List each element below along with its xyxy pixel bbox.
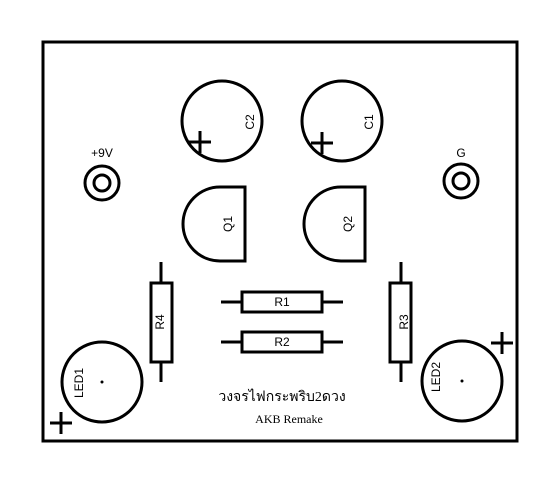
ground-label: G bbox=[456, 146, 465, 160]
r1-label: R1 bbox=[274, 295, 290, 309]
capacitor-c2: C2 bbox=[180, 79, 264, 163]
resistor-r1: R1 bbox=[221, 290, 343, 314]
led2-label: LED2 bbox=[429, 362, 443, 392]
c1-label: C1 bbox=[362, 114, 376, 130]
resistor-r4: R4 bbox=[149, 262, 174, 382]
q2-label: Q2 bbox=[341, 216, 355, 232]
led2-center-dot bbox=[460, 379, 464, 383]
led1-center-dot bbox=[100, 380, 104, 384]
board-subtitle: AKB Remake bbox=[255, 412, 323, 426]
r2-label: R2 bbox=[274, 335, 290, 349]
capacitor-c1: C1 bbox=[300, 79, 384, 163]
board-outline bbox=[41, 40, 519, 443]
led-led1: LED1 bbox=[50, 340, 144, 434]
terminal-plus9v: +9V bbox=[83, 146, 121, 202]
r3-label: R3 bbox=[397, 314, 411, 330]
plus9v-label: +9V bbox=[91, 146, 113, 160]
led-led2: LED2 bbox=[420, 332, 513, 423]
resistor-r3: R3 bbox=[388, 262, 413, 382]
r4-label: R4 bbox=[153, 314, 167, 330]
q1-label: Q1 bbox=[221, 216, 235, 232]
transistor-q2: Q2 bbox=[302, 185, 367, 263]
board-title: วงจรไฟกระพริบ2ดวง bbox=[218, 388, 345, 405]
resistor-r2: R2 bbox=[221, 330, 343, 354]
led1-label: LED1 bbox=[72, 368, 86, 398]
terminal-ground: G bbox=[442, 146, 480, 200]
c2-label: C2 bbox=[243, 114, 257, 130]
transistor-q1: Q1 bbox=[181, 185, 247, 263]
